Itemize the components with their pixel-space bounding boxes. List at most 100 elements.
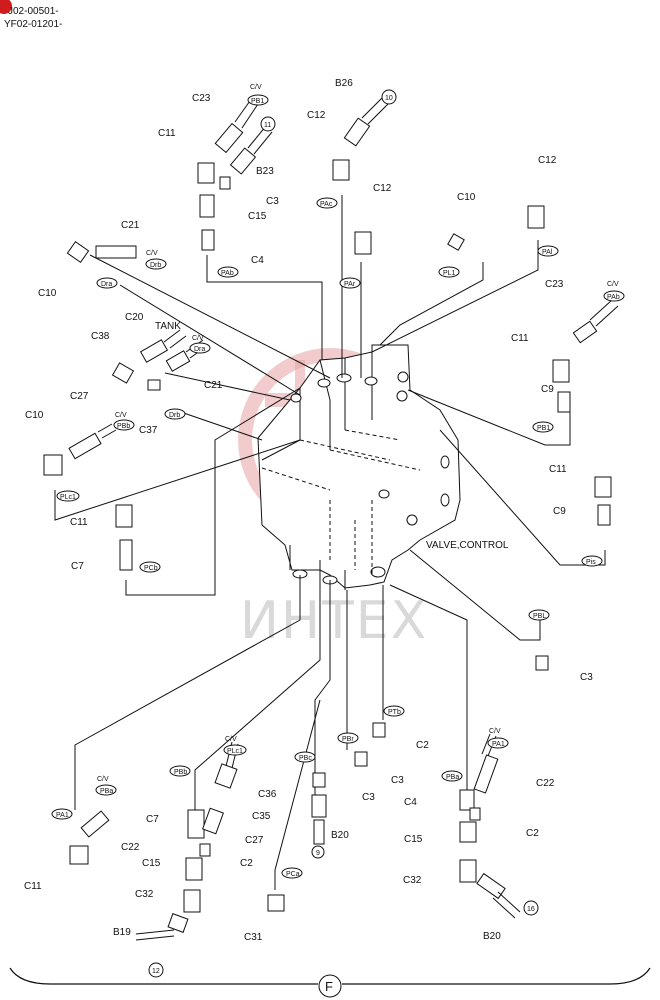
circled-ref: 12 bbox=[148, 962, 164, 978]
part-label: C9 bbox=[553, 506, 566, 517]
valve-label: VALVE,CONTROL bbox=[426, 540, 509, 551]
svg-text:11: 11 bbox=[264, 122, 271, 129]
part-label: C12 bbox=[538, 155, 557, 166]
circled-ref: 11 bbox=[260, 116, 276, 132]
part-label: B20 bbox=[483, 931, 501, 942]
part-label: C35 bbox=[252, 811, 271, 822]
part-label: C3 bbox=[266, 196, 279, 207]
cv-label: C/V bbox=[115, 412, 127, 419]
port-tag: PAr bbox=[339, 277, 361, 289]
svg-text:9: 9 bbox=[316, 850, 320, 857]
part-label: C2 bbox=[240, 858, 253, 869]
svg-text:PAc: PAc bbox=[320, 201, 333, 208]
circled-ref: 10 bbox=[381, 89, 397, 105]
part-label: C32 bbox=[135, 889, 154, 900]
part-label: C7 bbox=[146, 814, 159, 825]
port-tag: PBa bbox=[441, 770, 463, 782]
port-tags: PB1 PAc PAl PAb Drb Dra PL1 PAr PAb Dra … bbox=[51, 94, 625, 879]
port-tag: PB1 bbox=[532, 421, 554, 433]
port-tag: PAl bbox=[537, 245, 559, 257]
part-label: C20 bbox=[125, 312, 144, 323]
part-label: C27 bbox=[70, 391, 89, 402]
part-label: C2 bbox=[416, 740, 429, 751]
port-tag: PLc1 bbox=[56, 490, 80, 502]
port-tag: Drb bbox=[145, 258, 167, 270]
watermark-text: ИНТЕХ bbox=[240, 591, 428, 651]
port-tag: PBb bbox=[113, 419, 135, 431]
svg-text:PCa: PCa bbox=[286, 871, 300, 878]
part-label: C22 bbox=[121, 842, 140, 853]
svg-text:PLc1: PLc1 bbox=[227, 748, 243, 755]
svg-text:PAb: PAb bbox=[221, 270, 234, 277]
part-label: C15 bbox=[248, 211, 267, 222]
cv-label: C/V bbox=[489, 728, 501, 735]
part-label: C10 bbox=[25, 410, 44, 421]
part-label: B19 bbox=[113, 927, 131, 938]
svg-text:PA1: PA1 bbox=[492, 741, 505, 748]
svg-text:PA1: PA1 bbox=[56, 812, 69, 819]
tank-label: TANK bbox=[155, 321, 181, 332]
part-label: C11 bbox=[511, 333, 529, 344]
svg-text:Dra: Dra bbox=[101, 281, 112, 288]
port-tag: PB1 bbox=[247, 94, 269, 106]
part-label: C36 bbox=[258, 789, 277, 800]
section-label: F bbox=[325, 979, 333, 994]
part-label: C21 bbox=[121, 220, 140, 231]
svg-text:PCb: PCb bbox=[144, 565, 158, 572]
port-tag: PAc bbox=[316, 197, 338, 209]
port-tag: Drb bbox=[164, 408, 186, 420]
part-label: C7 bbox=[71, 561, 84, 572]
port-tag: PCa bbox=[281, 867, 303, 879]
part-label: B23 bbox=[256, 166, 274, 177]
cv-label: C/V bbox=[607, 281, 619, 288]
svg-text:PB1: PB1 bbox=[251, 98, 264, 105]
port-tag: PAb bbox=[603, 290, 625, 302]
corner-marker bbox=[0, 0, 12, 14]
part-label: C3 bbox=[391, 775, 404, 786]
cv-label: C/V bbox=[192, 335, 204, 342]
part-label: C32 bbox=[403, 875, 422, 886]
svg-text:Pis: Pis bbox=[586, 559, 596, 566]
port-tag: Dra bbox=[189, 342, 211, 354]
svg-text:PBb: PBb bbox=[174, 769, 187, 776]
part-label: C37 bbox=[139, 425, 158, 436]
port-tag: PBb bbox=[169, 765, 191, 777]
svg-text:10: 10 bbox=[385, 95, 393, 102]
part-label: C2 bbox=[526, 828, 539, 839]
circled-refs: 10 11 9 12 16 bbox=[148, 89, 539, 978]
part-label: C11 bbox=[549, 464, 567, 475]
svg-text:PL1: PL1 bbox=[443, 270, 456, 277]
part-label: C10 bbox=[457, 192, 476, 203]
part-labels: C23 B26 C12 C12 C12 C10 C11 B23 C3 C15 C… bbox=[24, 78, 593, 943]
part-label: C4 bbox=[404, 797, 417, 808]
port-tag: PCb bbox=[139, 561, 161, 573]
port-tag: Pis bbox=[581, 555, 603, 567]
svg-text:PBa: PBa bbox=[446, 774, 459, 781]
svg-text:PAb: PAb bbox=[607, 294, 620, 301]
part-label: C21 bbox=[204, 380, 223, 391]
part-label: C3 bbox=[580, 672, 593, 683]
svg-text:Drb: Drb bbox=[169, 412, 180, 419]
cv-label: C/V bbox=[225, 736, 237, 743]
svg-text:PBL: PBL bbox=[533, 613, 546, 620]
part-label: C31 bbox=[244, 932, 263, 943]
svg-text:PTb: PTb bbox=[388, 709, 401, 716]
svg-text:PLc1: PLc1 bbox=[60, 494, 76, 501]
svg-text:Dra: Dra bbox=[194, 346, 205, 353]
svg-text:PBc: PBc bbox=[299, 755, 312, 762]
part-label: C3 bbox=[362, 792, 375, 803]
svg-text:PBr: PBr bbox=[342, 736, 354, 743]
svg-text:PAl: PAl bbox=[542, 249, 553, 256]
part-label: C4 bbox=[251, 255, 264, 266]
fittings bbox=[43, 97, 619, 941]
part-label: C10 bbox=[38, 288, 57, 299]
port-tag: PA1 bbox=[487, 737, 509, 749]
control-valve-body bbox=[257, 344, 461, 590]
port-tag: PBr bbox=[337, 732, 359, 744]
port-tag: PL1 bbox=[438, 266, 460, 278]
part-label: C15 bbox=[404, 834, 423, 845]
port-tag: PBL bbox=[528, 609, 550, 621]
svg-text:Drb: Drb bbox=[150, 262, 161, 269]
cv-labels: C/V C/V C/V C/V C/V C/V C/V C/V bbox=[97, 84, 619, 783]
